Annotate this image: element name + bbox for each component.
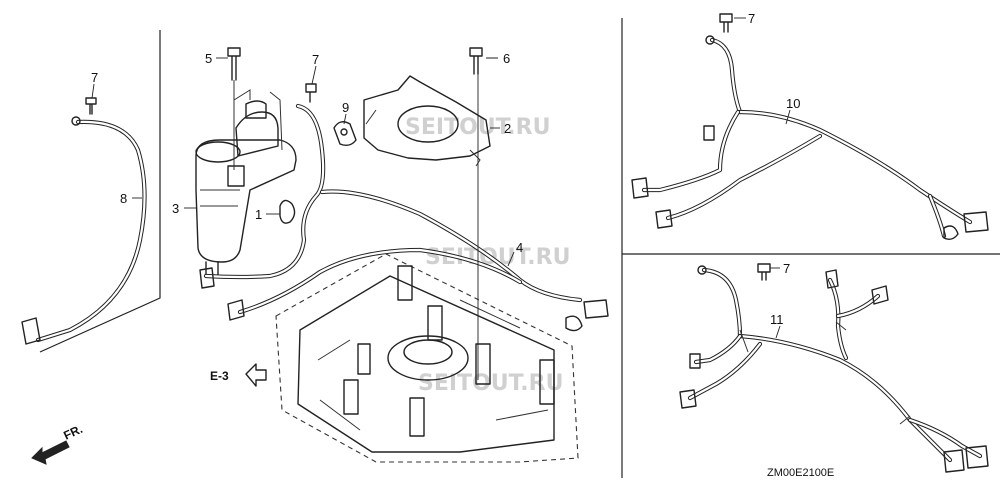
bolt-icon (757, 263, 771, 281)
callout-9: 9 (342, 100, 349, 115)
leader-11 (775, 325, 781, 339)
reference-arrow (245, 363, 267, 387)
ground-cable-8 (21, 116, 147, 345)
leader-6 (477, 57, 498, 380)
leader-9 (343, 113, 347, 125)
callout-8: 8 (120, 191, 127, 206)
bolt-icon (85, 97, 97, 115)
callout-7: 7 (748, 11, 755, 26)
engine-block (275, 253, 579, 463)
frame-left-divider (39, 30, 161, 353)
bolt-icon (469, 47, 483, 75)
callout-7: 7 (91, 70, 98, 85)
callout-10: 10 (786, 96, 800, 111)
cable-harness-11 (679, 265, 989, 473)
leader-7a (91, 83, 95, 99)
bolt-icon (305, 83, 317, 103)
bolt-icon (719, 13, 733, 33)
callout-7: 7 (312, 52, 319, 67)
cable-harness-4 (199, 103, 609, 332)
bolt-icon (227, 47, 241, 81)
callout-7: 7 (783, 261, 790, 276)
watermark: SEITOUT.RU (425, 245, 570, 270)
clamp-9 (333, 121, 357, 147)
callout-11: 11 (770, 312, 784, 327)
callout-1: 1 (255, 207, 262, 222)
callout-5: 5 (205, 51, 212, 66)
callout-2: 2 (504, 121, 511, 136)
reference-label: E-3 (210, 369, 229, 383)
mount-plate-2 (363, 75, 491, 167)
callout-3: 3 (172, 201, 179, 216)
leader-7b (311, 65, 317, 85)
bolt-leader (233, 80, 283, 170)
callout-6: 6 (503, 51, 510, 66)
callout-4: 4 (516, 240, 523, 255)
clip-1 (279, 199, 296, 224)
cable-harness-10 (631, 35, 989, 241)
watermark: SEITOUT.RU (418, 371, 563, 396)
leader-4 (507, 251, 515, 267)
leader-10 (785, 109, 791, 125)
front-arrow-icon (31, 440, 70, 465)
starter-motor-3 (195, 100, 297, 277)
front-label: FR. (61, 422, 84, 443)
diagram-code: ZM00E2100E (767, 467, 834, 479)
